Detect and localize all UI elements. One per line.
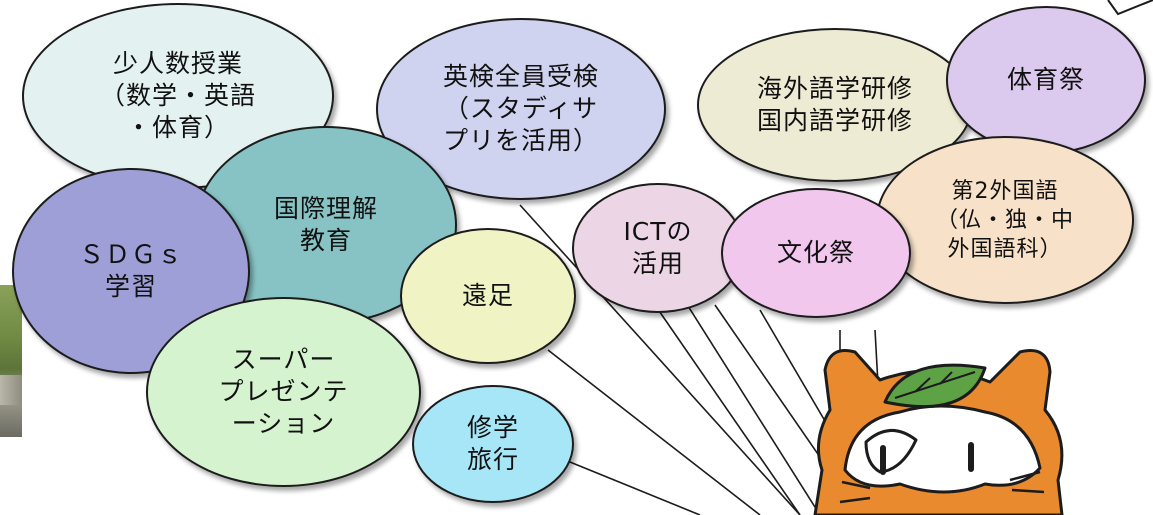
bubble-ict-text: ICTの 活用 (623, 217, 693, 278)
bubble-language-training-text: 海外語学研修 国内語学研修 (756, 74, 913, 135)
bubble-school-trip: 修学 旅行 (412, 385, 574, 503)
connector-eiken (519, 204, 801, 515)
bubble-ict: ICTの 活用 (572, 183, 744, 313)
connector-ict-b (654, 304, 801, 515)
connector-ict-c (714, 304, 861, 515)
bubble-second-language-text: 第2外国語 （仏・独・中 外国語科） (935, 178, 1074, 262)
bubble-excursion-text: 遠足 (461, 281, 514, 310)
bubble-eiken-text: 英検全員受検 （スタディサ プリを活用） (442, 62, 599, 155)
bubble-international-text: 国際理解 教育 (273, 194, 378, 255)
bubble-presentation-text: スーパー プレゼンテ ーション (218, 345, 349, 438)
connector-excursion (547, 349, 761, 515)
forest-road-photo (0, 285, 22, 437)
bubble-excursion: 遠足 (400, 228, 576, 364)
bubble-culture-festival-text: 文化祭 (776, 238, 855, 267)
bubble-sports-festival-text: 体育祭 (1006, 65, 1085, 94)
bubble-second-language: 第2外国語 （仏・独・中 外国語科） (876, 136, 1134, 304)
connector-second-lang (874, 329, 881, 421)
bubble-school-trip-text: 修学 旅行 (466, 413, 519, 474)
bubble-presentation: スーパー プレゼンテ ーション (146, 297, 421, 487)
connector-school-trip (564, 459, 701, 515)
bubble-sports-festival: 体育祭 (946, 6, 1146, 154)
connector-right (1039, 459, 1061, 515)
bubble-small-class-text: 少人数授業 （数学・英語 ・体育） (99, 49, 256, 142)
bubble-sdgs-text: ＳＤＧｓ 学習 (78, 240, 183, 301)
bubble-culture-festival: 文化祭 (721, 188, 911, 318)
